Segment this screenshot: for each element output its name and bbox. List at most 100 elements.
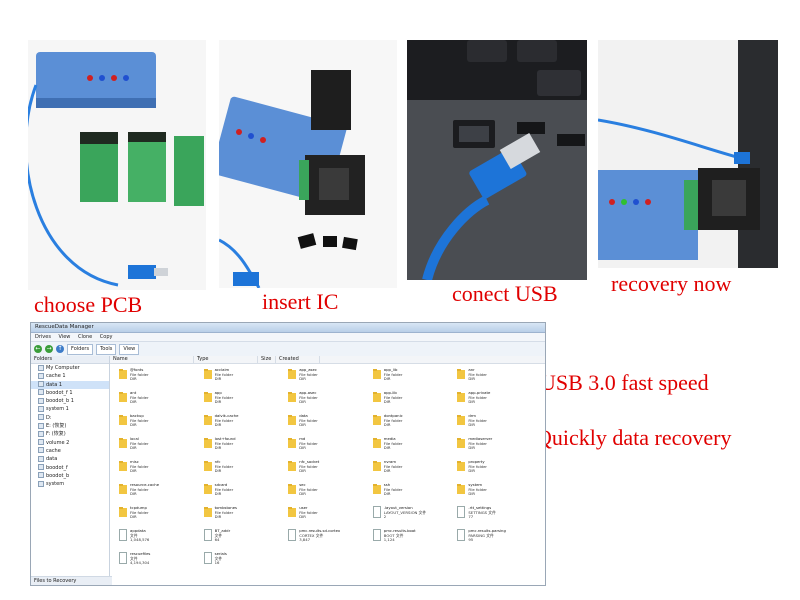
column-name[interactable]: Name: [110, 356, 194, 363]
folder-icon: [203, 507, 212, 517]
folder-icon: [288, 415, 297, 425]
tree-item[interactable]: cache: [31, 447, 109, 455]
drive-icon: [38, 430, 44, 437]
menu-item-clone[interactable]: Clone: [78, 334, 93, 340]
tree-item[interactable]: boodot_f: [31, 464, 109, 472]
photo-insert-ic: [219, 40, 397, 288]
tree-item[interactable]: system 1: [31, 405, 109, 413]
tree-item[interactable]: My Computer: [31, 364, 109, 372]
photo-recovery-now: [598, 40, 778, 268]
photo-choose-pcb: [28, 40, 206, 290]
tree-item[interactable]: D:: [31, 414, 109, 422]
caption-choose-pcb: choose PCB: [34, 292, 143, 317]
folder-icon: [119, 392, 127, 402]
folder-icon: [457, 415, 466, 425]
tree-item[interactable]: boodot_f 1: [31, 389, 109, 397]
back-arrow-icon[interactable]: ←: [34, 345, 42, 353]
folder-icon: [119, 369, 127, 379]
menu-bar: Drives View Clone Copy: [31, 333, 545, 342]
drive-icon: [38, 464, 44, 471]
caption-insert-ic: insert IC: [262, 289, 339, 314]
file-icon: [372, 506, 381, 518]
folder-icon: [372, 369, 381, 379]
folder-icon: [288, 484, 297, 494]
forward-arrow-icon[interactable]: →: [45, 345, 53, 353]
file-icon: [203, 552, 212, 564]
column-created[interactable]: Created: [276, 356, 320, 363]
tree-item[interactable]: cache 1: [31, 372, 109, 380]
tree-item[interactable]: F: (恢复): [31, 430, 109, 438]
folder-icon: [457, 392, 466, 402]
tools-button[interactable]: Tools: [96, 343, 117, 355]
tree-item-selected[interactable]: data 1: [31, 380, 109, 389]
folder-tree-header: Folders: [31, 356, 109, 364]
file-icon: [457, 529, 466, 541]
tree-item[interactable]: volume 2: [31, 439, 109, 447]
tree-item[interactable]: boodot_b: [31, 472, 109, 480]
folder-icon: [372, 438, 381, 448]
column-size[interactable]: Size: [258, 356, 276, 363]
view-button[interactable]: View: [119, 343, 140, 355]
folder-icon: [457, 461, 466, 471]
drive-icon: [38, 397, 44, 404]
tree-item[interactable]: system: [31, 480, 109, 488]
folder-icon: [288, 392, 297, 402]
drive-icon: [38, 455, 44, 462]
menu-item-view[interactable]: View: [58, 334, 71, 340]
folder-icon: [288, 369, 297, 379]
up-arrow-icon[interactable]: ↑: [56, 345, 64, 353]
folder-icon: [203, 415, 212, 425]
file-icon: [372, 529, 381, 541]
tree-item[interactable]: boodot_b 1: [31, 397, 109, 405]
tree-item[interactable]: E: (恢复): [31, 422, 109, 430]
folders-button[interactable]: Folders: [67, 343, 94, 355]
tree-item[interactable]: data: [31, 455, 109, 463]
menu-item-copy[interactable]: Copy: [99, 334, 113, 340]
menu-item-drives[interactable]: Drives: [35, 334, 51, 340]
toolbar: ← → ↑ Folders Tools View: [31, 342, 545, 357]
column-type[interactable]: Type: [194, 356, 258, 363]
